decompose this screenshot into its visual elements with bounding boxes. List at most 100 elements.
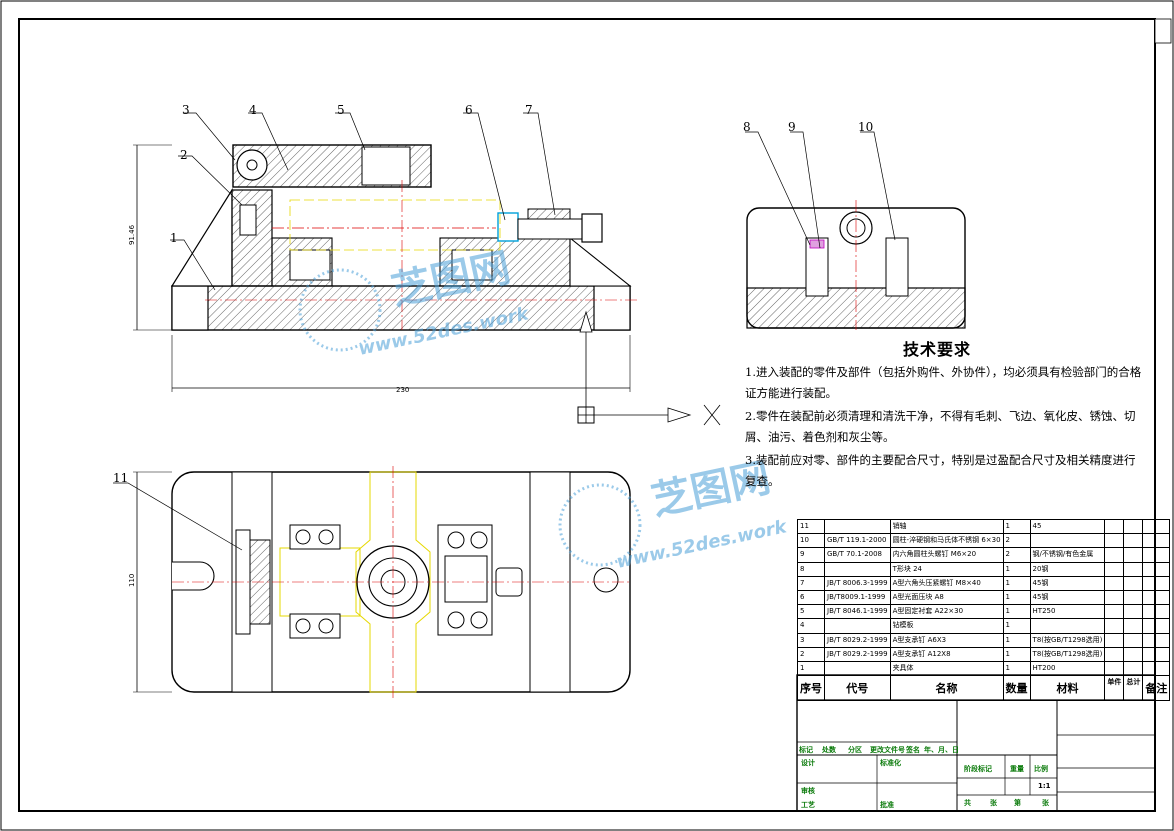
bom-cell-material: [1029, 533, 1106, 549]
bom-cell-code: [824, 618, 891, 634]
bom-cell-note: [1142, 575, 1171, 591]
top-view: [113, 466, 631, 698]
bom-cell-empty: [1123, 575, 1144, 591]
bom-cell-no: 3: [797, 632, 825, 648]
bom-cell-code: [824, 660, 891, 677]
bom-cell-name: 圆柱-淬硬钢和马氏体不锈钢 6×30: [889, 533, 1004, 549]
dim-front-height: 91.46: [128, 224, 136, 245]
bom-cell-note: [1142, 618, 1171, 634]
bom-cell-note: [1142, 632, 1171, 648]
bom-cell-no: 7: [797, 575, 825, 591]
bom-cell-no: 11: [797, 518, 825, 535]
bom-cell-no: 5: [797, 604, 825, 620]
tb-page-word: 张: [1042, 799, 1049, 807]
bom-cell-name: 内六角圆柱头螺钉 M6×20: [889, 547, 1004, 563]
tb-scale: 比例: [1034, 765, 1048, 773]
bom-cell-name: A型六角头压紧螺钉 M8×40: [889, 575, 1004, 591]
bom-cell-no: 2: [797, 646, 825, 662]
bom-cell-empty: [1123, 547, 1144, 563]
tech-item-3: 3.装配前应对零、部件的主要配合尺寸，特别是过盈配合尺寸及相关精度进行复查。: [745, 453, 1136, 488]
part-label-3: 3: [182, 103, 190, 117]
bom-cell-no: 9: [797, 547, 825, 563]
dim-overall-width: 230: [396, 386, 409, 394]
bom-cell-qty: 1: [1002, 589, 1031, 606]
bom-cell-material: 45钢: [1029, 589, 1106, 606]
bom-cell-material: HT250: [1029, 604, 1106, 620]
tb-scale-value: 1:1: [1038, 782, 1051, 790]
bom-cell-empty: [1123, 646, 1144, 662]
bom-header-qty: 数量: [1002, 675, 1031, 702]
bom-cell-name: 钻模板: [889, 618, 1004, 634]
tech-item-1: 1.进入装配的零件及部件（包括外购件、外协件），均必须具有检验部门的合格证方能进…: [745, 365, 1142, 400]
bom-cell-empty: [1104, 518, 1125, 535]
part-label-8: 8: [743, 120, 751, 134]
bom-header-material: 材料: [1029, 675, 1106, 702]
bom-cell-empty: [1123, 589, 1144, 606]
bom-cell-qty: 1: [1002, 575, 1031, 591]
bom-cell-note: [1142, 533, 1171, 549]
bom-cell-qty: 2: [1002, 533, 1031, 549]
bom-cell-empty: [1104, 575, 1125, 591]
bom-cell-material: 20钢: [1029, 561, 1106, 577]
bom-cell-empty: [1123, 518, 1144, 535]
bom-cell-code: JB/T 8046.1-1999: [824, 604, 891, 620]
bom-cell-name: A型支承钉 A6X3: [889, 632, 1004, 648]
part-label-4: 4: [249, 103, 257, 117]
tb-date: 年、月、日: [924, 746, 959, 754]
bom-cell-note: [1142, 646, 1171, 662]
bom-cell-empty: [1104, 589, 1125, 606]
tb-design: 设计: [801, 759, 815, 767]
bom-cell-empty: [1123, 533, 1144, 549]
dim-top-height: 110: [128, 574, 136, 587]
bom-cell-qty: 1: [1002, 518, 1031, 535]
tb-zone: 分区: [848, 746, 862, 754]
bom-cell-empty: [1104, 604, 1125, 620]
bom-cell-material: 钢/不锈钢/有色金属: [1029, 547, 1106, 563]
tb-mark: 标记: [799, 746, 813, 754]
part-label-6: 6: [465, 103, 473, 117]
bom-cell-name: A型光面压块 A8: [889, 589, 1004, 606]
part-label-11: 11: [113, 471, 128, 485]
bom-header-total: 总计: [1123, 675, 1144, 702]
tb-change-doc: 更改文件号: [870, 746, 905, 754]
bom-cell-material: T8(按GB/T1298选用): [1029, 632, 1106, 648]
technical-requirements: 技术要求 1.进入装配的零件及部件（包括外购件、外协件），均必须具有检验部门的合…: [745, 336, 1145, 492]
bom-cell-empty: [1123, 561, 1144, 577]
bom-cell-no: 8: [797, 561, 825, 577]
bom-cell-material: HT200: [1029, 660, 1106, 677]
bom-header-no: 序号: [797, 675, 825, 702]
bom-cell-material: [1029, 618, 1106, 634]
part-label-10: 10: [858, 120, 873, 134]
drawing-frame: [18, 18, 1156, 812]
bom-cell-material: 45钢: [1029, 575, 1106, 591]
bom-cell-name: A型固定衬套 A22×30: [889, 604, 1004, 620]
tb-sheet-word: 张: [990, 799, 997, 807]
bom-cell-empty: [1123, 632, 1144, 648]
bom-cell-name: T形块 24: [889, 561, 1004, 577]
bom-cell-code: [824, 518, 891, 535]
bom-cell-name: 销轴: [889, 518, 1004, 535]
bom-header-name: 名称: [889, 675, 1004, 702]
tb-weight: 重量: [1010, 765, 1024, 773]
bom-header-row: 序号代号名称数量材料单件总计备注: [797, 675, 1171, 702]
bom-cell-empty: [1104, 561, 1125, 577]
tb-stage-mark: 阶段标记: [964, 765, 992, 773]
tech-item-2: 2.零件在装配前必须清理和清洗干净，不得有毛刺、飞边、氧化皮、锈蚀、切屑、油污、…: [745, 409, 1136, 444]
bom-cell-empty: [1123, 604, 1144, 620]
bom-cell-empty: [1104, 632, 1125, 648]
tb-sheets: 共: [964, 799, 971, 807]
bom-cell-empty: [1104, 660, 1125, 677]
bom-cell-no: 1: [797, 660, 825, 677]
bom-cell-material: 45: [1029, 518, 1106, 535]
bom-cell-no: 10: [797, 533, 825, 549]
bom-cell-qty: 1: [1002, 660, 1031, 677]
